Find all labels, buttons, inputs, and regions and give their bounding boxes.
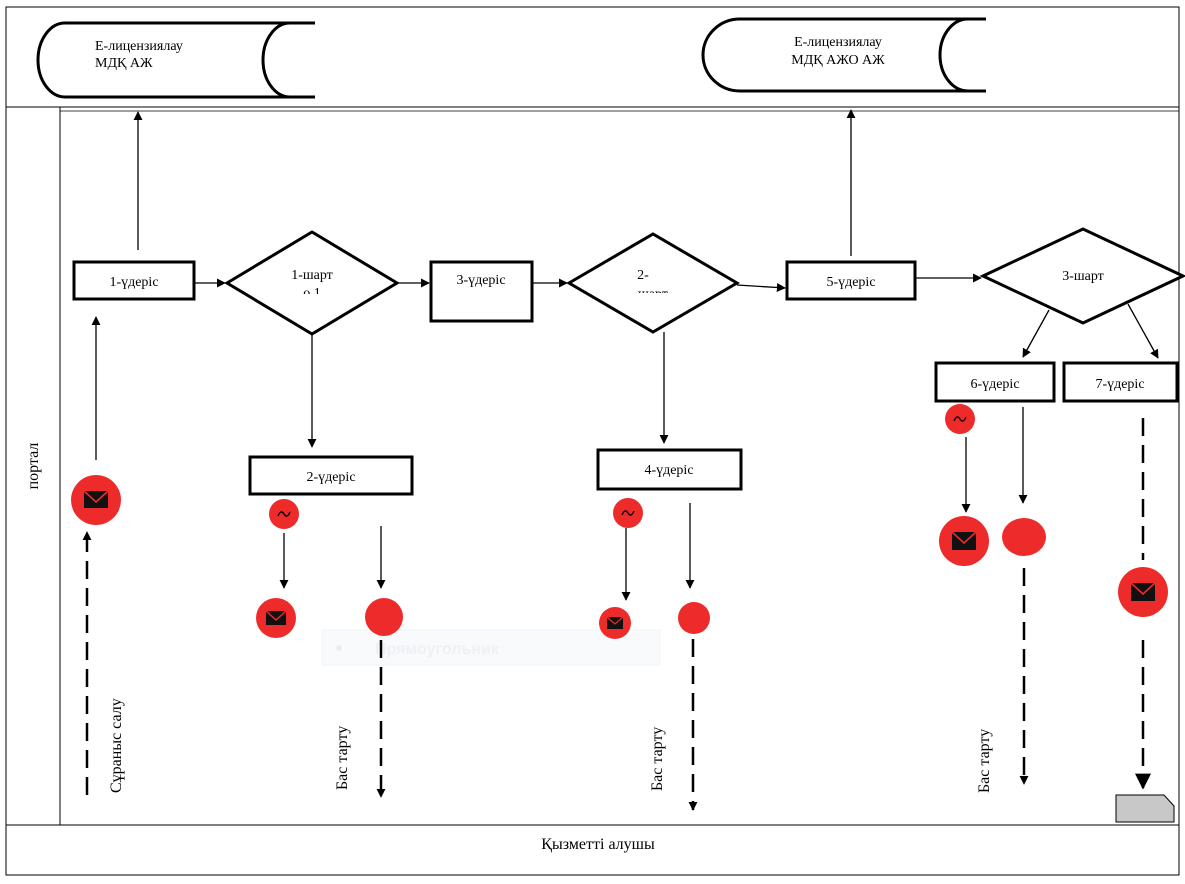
envelope-icon bbox=[83, 490, 109, 508]
condition-1-line1: 1-шарт bbox=[291, 268, 333, 283]
system-left-line1: E-лицензиялау bbox=[95, 39, 183, 54]
envelope-icon bbox=[1130, 582, 1156, 601]
event-timer-6 bbox=[945, 404, 975, 434]
output-document bbox=[1115, 794, 1175, 823]
event-message-2 bbox=[256, 598, 296, 638]
lane-frame bbox=[5, 6, 1180, 876]
process-7: 7-үдеріс bbox=[1062, 361, 1179, 403]
system-right-line2: МДҚ АЖО АЖ bbox=[791, 53, 885, 68]
envelope-icon bbox=[951, 531, 977, 550]
event-timer-4 bbox=[613, 498, 643, 528]
condition-3: 3-шарт bbox=[979, 227, 1185, 325]
system-left-line2: МДҚ АЖ bbox=[95, 56, 153, 71]
condition-2-line1: 2- bbox=[637, 268, 649, 283]
condition-3-label: 3-шарт bbox=[1062, 269, 1104, 284]
system-left: E-лицензиялау МДҚ АЖ bbox=[36, 21, 315, 99]
process-4-label: 4-үдеріс bbox=[644, 463, 693, 478]
ghost-tooltip-text: Прямоугольник bbox=[375, 641, 500, 658]
event-end-6 bbox=[1002, 518, 1046, 556]
process-6-label: 6-үдеріс bbox=[970, 377, 1019, 392]
label-request: Сұраныс салу bbox=[108, 698, 125, 793]
lane-label-service-receiver: Қызметті алушы bbox=[541, 836, 655, 853]
event-end-2 bbox=[365, 598, 403, 636]
system-right-line1: E-лицензиялау bbox=[794, 35, 882, 50]
process-1-label: 1-үдеріс bbox=[109, 275, 158, 290]
process-6: 6-үдеріс bbox=[934, 361, 1056, 403]
event-message-7 bbox=[1118, 567, 1168, 617]
wave-icon bbox=[621, 510, 635, 516]
event-timer-2 bbox=[269, 499, 299, 529]
process-1: 1-үдеріс bbox=[72, 260, 196, 301]
event-message-4 bbox=[599, 607, 631, 639]
process-5-label: 5-үдеріс bbox=[826, 275, 875, 290]
label-refuse-2: Бас тарту bbox=[334, 726, 351, 790]
process-2: 2-үдеріс bbox=[248, 455, 414, 496]
connectors bbox=[91, 109, 1159, 601]
envelope-icon bbox=[606, 616, 624, 629]
condition-2-line2: шарт bbox=[638, 287, 668, 302]
system-right: E-лицензиялау МДҚ АЖО АЖ bbox=[701, 17, 986, 93]
process-3-label: 3-үдеріс bbox=[456, 273, 505, 288]
wave-icon bbox=[277, 511, 291, 517]
process-5: 5-үдеріс bbox=[785, 260, 917, 301]
condition-1: 1-шарт о.1 bbox=[224, 230, 400, 336]
ghost-tooltip: Прямоугольник bbox=[321, 629, 661, 666]
lane-label-portal: портал bbox=[25, 443, 42, 490]
event-end-4 bbox=[678, 602, 710, 634]
condition-1-line2: о.1 bbox=[303, 286, 321, 301]
process-7-label: 7-үдеріс bbox=[1095, 377, 1144, 392]
label-refuse-4: Бас тарту bbox=[649, 727, 666, 791]
condition-2: 2- шарт bbox=[566, 232, 740, 334]
process-2-label: 2-үдеріс bbox=[306, 470, 355, 485]
process-4: 4-үдеріс bbox=[596, 448, 743, 491]
label-refuse-6: Бас тарту bbox=[976, 729, 993, 793]
dashed-flows bbox=[82, 418, 1151, 811]
wave-icon bbox=[953, 416, 967, 422]
envelope-icon bbox=[265, 610, 287, 625]
event-message-request bbox=[71, 475, 121, 525]
event-message-6 bbox=[939, 516, 989, 566]
process-3: 3-үдеріс bbox=[429, 260, 534, 323]
